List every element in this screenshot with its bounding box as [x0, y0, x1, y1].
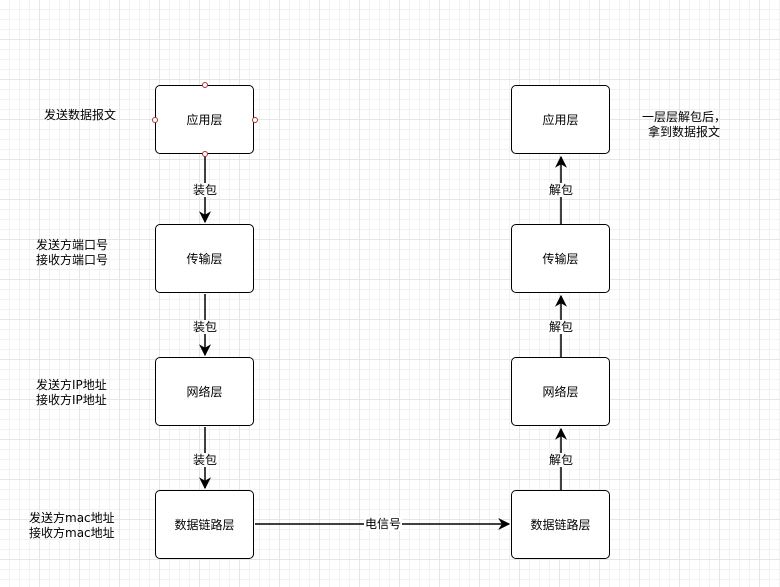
- right-network-layer-box[interactable]: 网络层: [511, 357, 610, 426]
- right-network-layer-label: 网络层: [542, 385, 579, 399]
- pack-label-3[interactable]: 装包: [192, 453, 219, 467]
- left-transport-layer-label: 传输层: [186, 252, 223, 266]
- ip-address-note[interactable]: 发送方IP地址 接收方IP地址: [36, 378, 107, 408]
- right-datalink-layer-box[interactable]: 数据链路层: [511, 490, 610, 559]
- mac-note-line1: 发送方mac地址: [29, 511, 115, 525]
- left-network-layer-box[interactable]: 网络层: [155, 357, 254, 426]
- unpack-label-1[interactable]: 解包: [548, 183, 575, 197]
- unpack-label-3[interactable]: 解包: [548, 453, 575, 467]
- right-datalink-layer-label: 数据链路层: [530, 518, 591, 532]
- port-number-note[interactable]: 发送方端口号 接收方端口号: [36, 238, 108, 268]
- pack-label-2[interactable]: 装包: [192, 320, 219, 334]
- connection-handle-bottom[interactable]: [202, 151, 208, 157]
- left-datalink-layer-label: 数据链路层: [174, 518, 235, 532]
- mac-address-note[interactable]: 发送方mac地址 接收方mac地址: [29, 511, 115, 541]
- send-data-note-text: 发送数据报文: [44, 108, 117, 122]
- send-data-note[interactable]: 发送数据报文: [44, 108, 116, 123]
- connection-handle-top[interactable]: [202, 82, 208, 88]
- receive-data-note[interactable]: 一层层解包后， 拿到数据报文: [642, 110, 726, 140]
- left-transport-layer-box[interactable]: 传输层: [155, 224, 254, 293]
- connection-handle-left[interactable]: [152, 117, 158, 123]
- right-transport-layer-box[interactable]: 传输层: [511, 224, 610, 293]
- receive-note-line2: 拿到数据报文: [648, 125, 721, 139]
- port-note-line1: 发送方端口号: [36, 238, 109, 252]
- port-note-line2: 接收方端口号: [36, 253, 109, 267]
- left-datalink-layer-box[interactable]: 数据链路层: [155, 490, 254, 559]
- left-network-layer-label: 网络层: [186, 385, 223, 399]
- signal-label[interactable]: 电信号: [364, 517, 403, 531]
- right-application-layer-box[interactable]: 应用层: [511, 85, 610, 154]
- left-application-layer-box[interactable]: 应用层: [155, 85, 254, 154]
- receive-note-line1: 一层层解包后，: [642, 110, 727, 124]
- pack-label-1[interactable]: 装包: [192, 183, 219, 197]
- right-application-layer-label: 应用层: [542, 113, 579, 127]
- right-transport-layer-label: 传输层: [542, 252, 579, 266]
- left-application-layer-label: 应用层: [186, 113, 223, 127]
- unpack-label-2[interactable]: 解包: [548, 320, 575, 334]
- ip-note-line1: 发送方IP地址: [36, 378, 107, 392]
- mac-note-line2: 接收方mac地址: [29, 526, 115, 540]
- ip-note-line2: 接收方IP地址: [36, 393, 107, 407]
- connection-handle-right[interactable]: [252, 117, 258, 123]
